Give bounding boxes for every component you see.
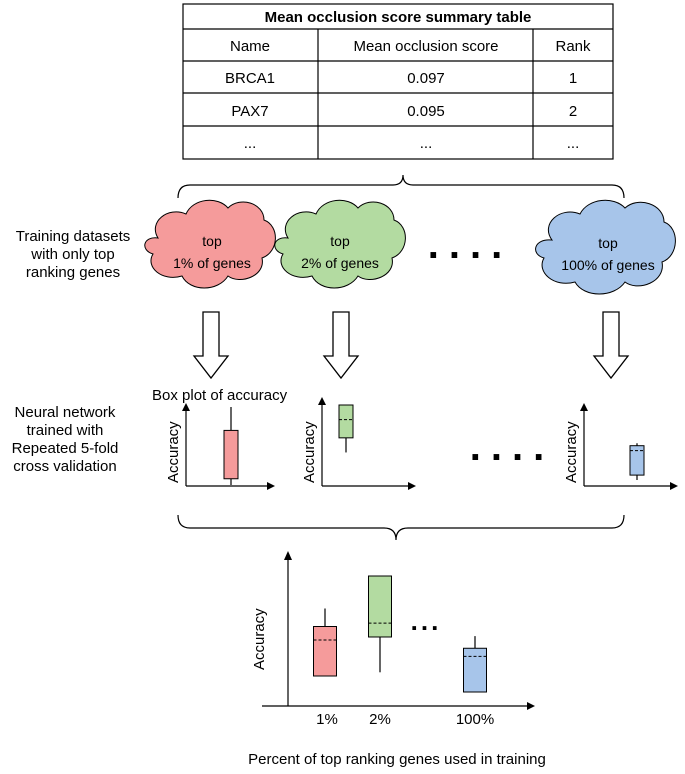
- final-chart-tick-label: 2%: [369, 711, 391, 728]
- training-label-line: Training datasets: [15, 228, 131, 245]
- final-chart-between-label: ...: [411, 606, 442, 636]
- down-arrow: [322, 311, 360, 380]
- final-chart-tick-label: 1%: [316, 711, 338, 728]
- ellipsis-dots-clouds: ....: [428, 223, 512, 267]
- small-plot-3-box: [629, 445, 645, 476]
- cloud-top-1-percent: top 1% of genes: [144, 199, 276, 289]
- network-label-line: Repeated 5-fold: [11, 440, 119, 457]
- summary-table: Mean occlusion score summary table Name …: [182, 3, 614, 160]
- small-plot-2: Accuracy: [301, 397, 416, 490]
- table-title: Mean occlusion score summary table: [265, 9, 532, 26]
- table-cell: ...: [567, 135, 580, 152]
- down-arrow: [592, 311, 630, 380]
- final-chart: Accuracy Percent of top ranking genes us…: [248, 551, 546, 768]
- table-cell: ...: [244, 135, 257, 152]
- cloud-top-2-percent: top 2% of genes: [274, 199, 406, 289]
- table-header-name: Name: [230, 38, 270, 55]
- table-cell: 0.097: [407, 70, 445, 87]
- table-cell: PAX7: [231, 103, 268, 120]
- final-chart-xlabel: Percent of top ranking genes used in tra…: [248, 751, 546, 768]
- small-plot-2-box: [338, 404, 354, 439]
- training-label-line: ranking genes: [25, 264, 121, 281]
- final-box-2-box: [368, 575, 392, 638]
- small-plot-1-box: [223, 429, 239, 480]
- small-plot-ylabel: Accuracy: [165, 421, 182, 483]
- final-chart-ylabel: Accuracy: [251, 608, 268, 670]
- cloud-label: top: [330, 233, 350, 249]
- final-box-1-box: [313, 626, 337, 677]
- small-plot-ylabel: Accuracy: [301, 421, 318, 483]
- table-cell: 1: [569, 70, 577, 87]
- cloud-label: 1% of genes: [173, 255, 251, 271]
- final-chart-tick-label: 100%: [456, 711, 494, 728]
- network-label-line: trained with: [26, 422, 104, 439]
- cloud-label: top: [202, 233, 222, 249]
- table-cell: 0.095: [407, 103, 445, 120]
- training-datasets-label: Training datasets with only top ranking …: [2, 228, 144, 282]
- small-plot-ylabel: Accuracy: [563, 421, 580, 483]
- small-plot-3: Accuracy: [563, 403, 678, 490]
- down-arrow: [192, 311, 230, 380]
- neural-network-label: Neural network trained with Repeated 5-f…: [0, 404, 130, 476]
- network-label-line: cross validation: [13, 458, 117, 475]
- final-box-3-box: [463, 647, 487, 693]
- top-brace: [177, 174, 625, 199]
- ellipsis-dots-plots: ....: [470, 425, 554, 469]
- cloud-label: 2% of genes: [301, 255, 379, 271]
- cloud-label: top: [598, 235, 618, 251]
- network-label-line: Neural network: [14, 404, 116, 421]
- training-label-line: with only top: [31, 246, 115, 263]
- small-plot-1: Accuracy: [165, 403, 275, 490]
- table-cell: 2: [569, 103, 577, 120]
- box-plot-title: Box plot of accuracy: [152, 387, 288, 404]
- table-cell: BRCA1: [225, 70, 275, 87]
- table-header-score: Mean occlusion score: [353, 38, 498, 55]
- cloud-label: 100% of genes: [561, 257, 654, 273]
- bottom-brace: [177, 514, 625, 541]
- table-cell: ...: [420, 135, 433, 152]
- cloud-top-100-percent: top 100% of genes: [535, 199, 676, 295]
- table-header-rank: Rank: [555, 38, 591, 55]
